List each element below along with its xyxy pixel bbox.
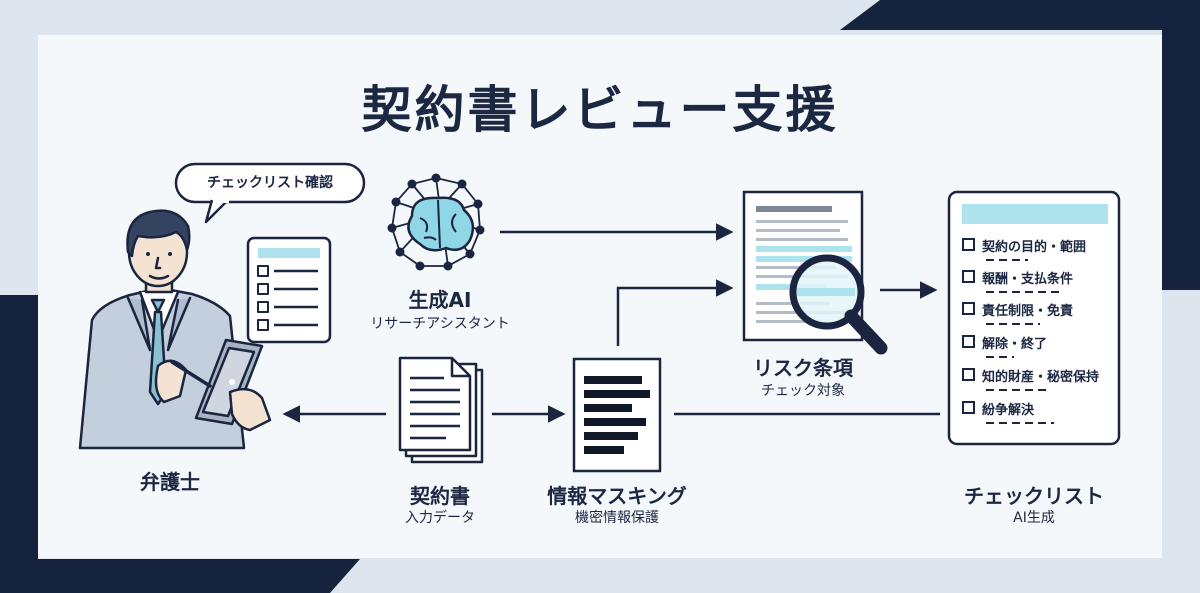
connectors [282, 223, 940, 423]
risk-label: リスク条項 [753, 356, 853, 380]
checklist-item: 責任制限・免責 [982, 304, 1074, 319]
risk-sublabel: チェック対象 [761, 383, 845, 399]
masking-label: 情報マスキング [547, 484, 687, 508]
checklist-card [947, 190, 1121, 446]
ai-sublabel: リサーチアシスタント [370, 316, 510, 332]
contract-sublabel: 入力データ [405, 510, 475, 526]
checklist-sublabel: AI生成 [1013, 510, 1055, 526]
speech-bubble [174, 162, 366, 224]
checklist-item: 知的財産・秘密保持 [982, 370, 1100, 385]
document-stack-icon [398, 356, 484, 464]
checklist-item: 報酬・支払条件 [982, 272, 1074, 287]
risk-document-icon [742, 190, 888, 355]
redacted-document-icon [572, 357, 662, 473]
magnifier-icon [789, 254, 888, 355]
side-decoration-left [0, 295, 38, 593]
lawyer-label: 弁護士 [140, 470, 200, 494]
checklist-clipboard-icon [246, 236, 332, 344]
checklist-item: 解除・終了 [982, 337, 1048, 352]
corner-decoration-top-right [840, 0, 1200, 30]
corner-decoration-bottom-left [0, 559, 360, 593]
ai-label: 生成AI [408, 288, 472, 312]
masking-sublabel: 機密情報保護 [575, 510, 659, 526]
speech-bubble-text: チェックリスト確認 [207, 175, 333, 191]
checklist-label: チェックリスト [964, 484, 1104, 508]
checklist-item: 契約の目的・範囲 [982, 240, 1087, 255]
side-decoration-right [1162, 30, 1200, 290]
page-title: 契約書レビュー支援 [361, 81, 839, 139]
checklist-item: 紛争解決 [982, 403, 1035, 418]
contract-label: 契約書 [410, 484, 470, 508]
brain-network-icon [387, 173, 485, 271]
tablet-icon [194, 338, 264, 426]
lawyer-icon [78, 209, 272, 450]
